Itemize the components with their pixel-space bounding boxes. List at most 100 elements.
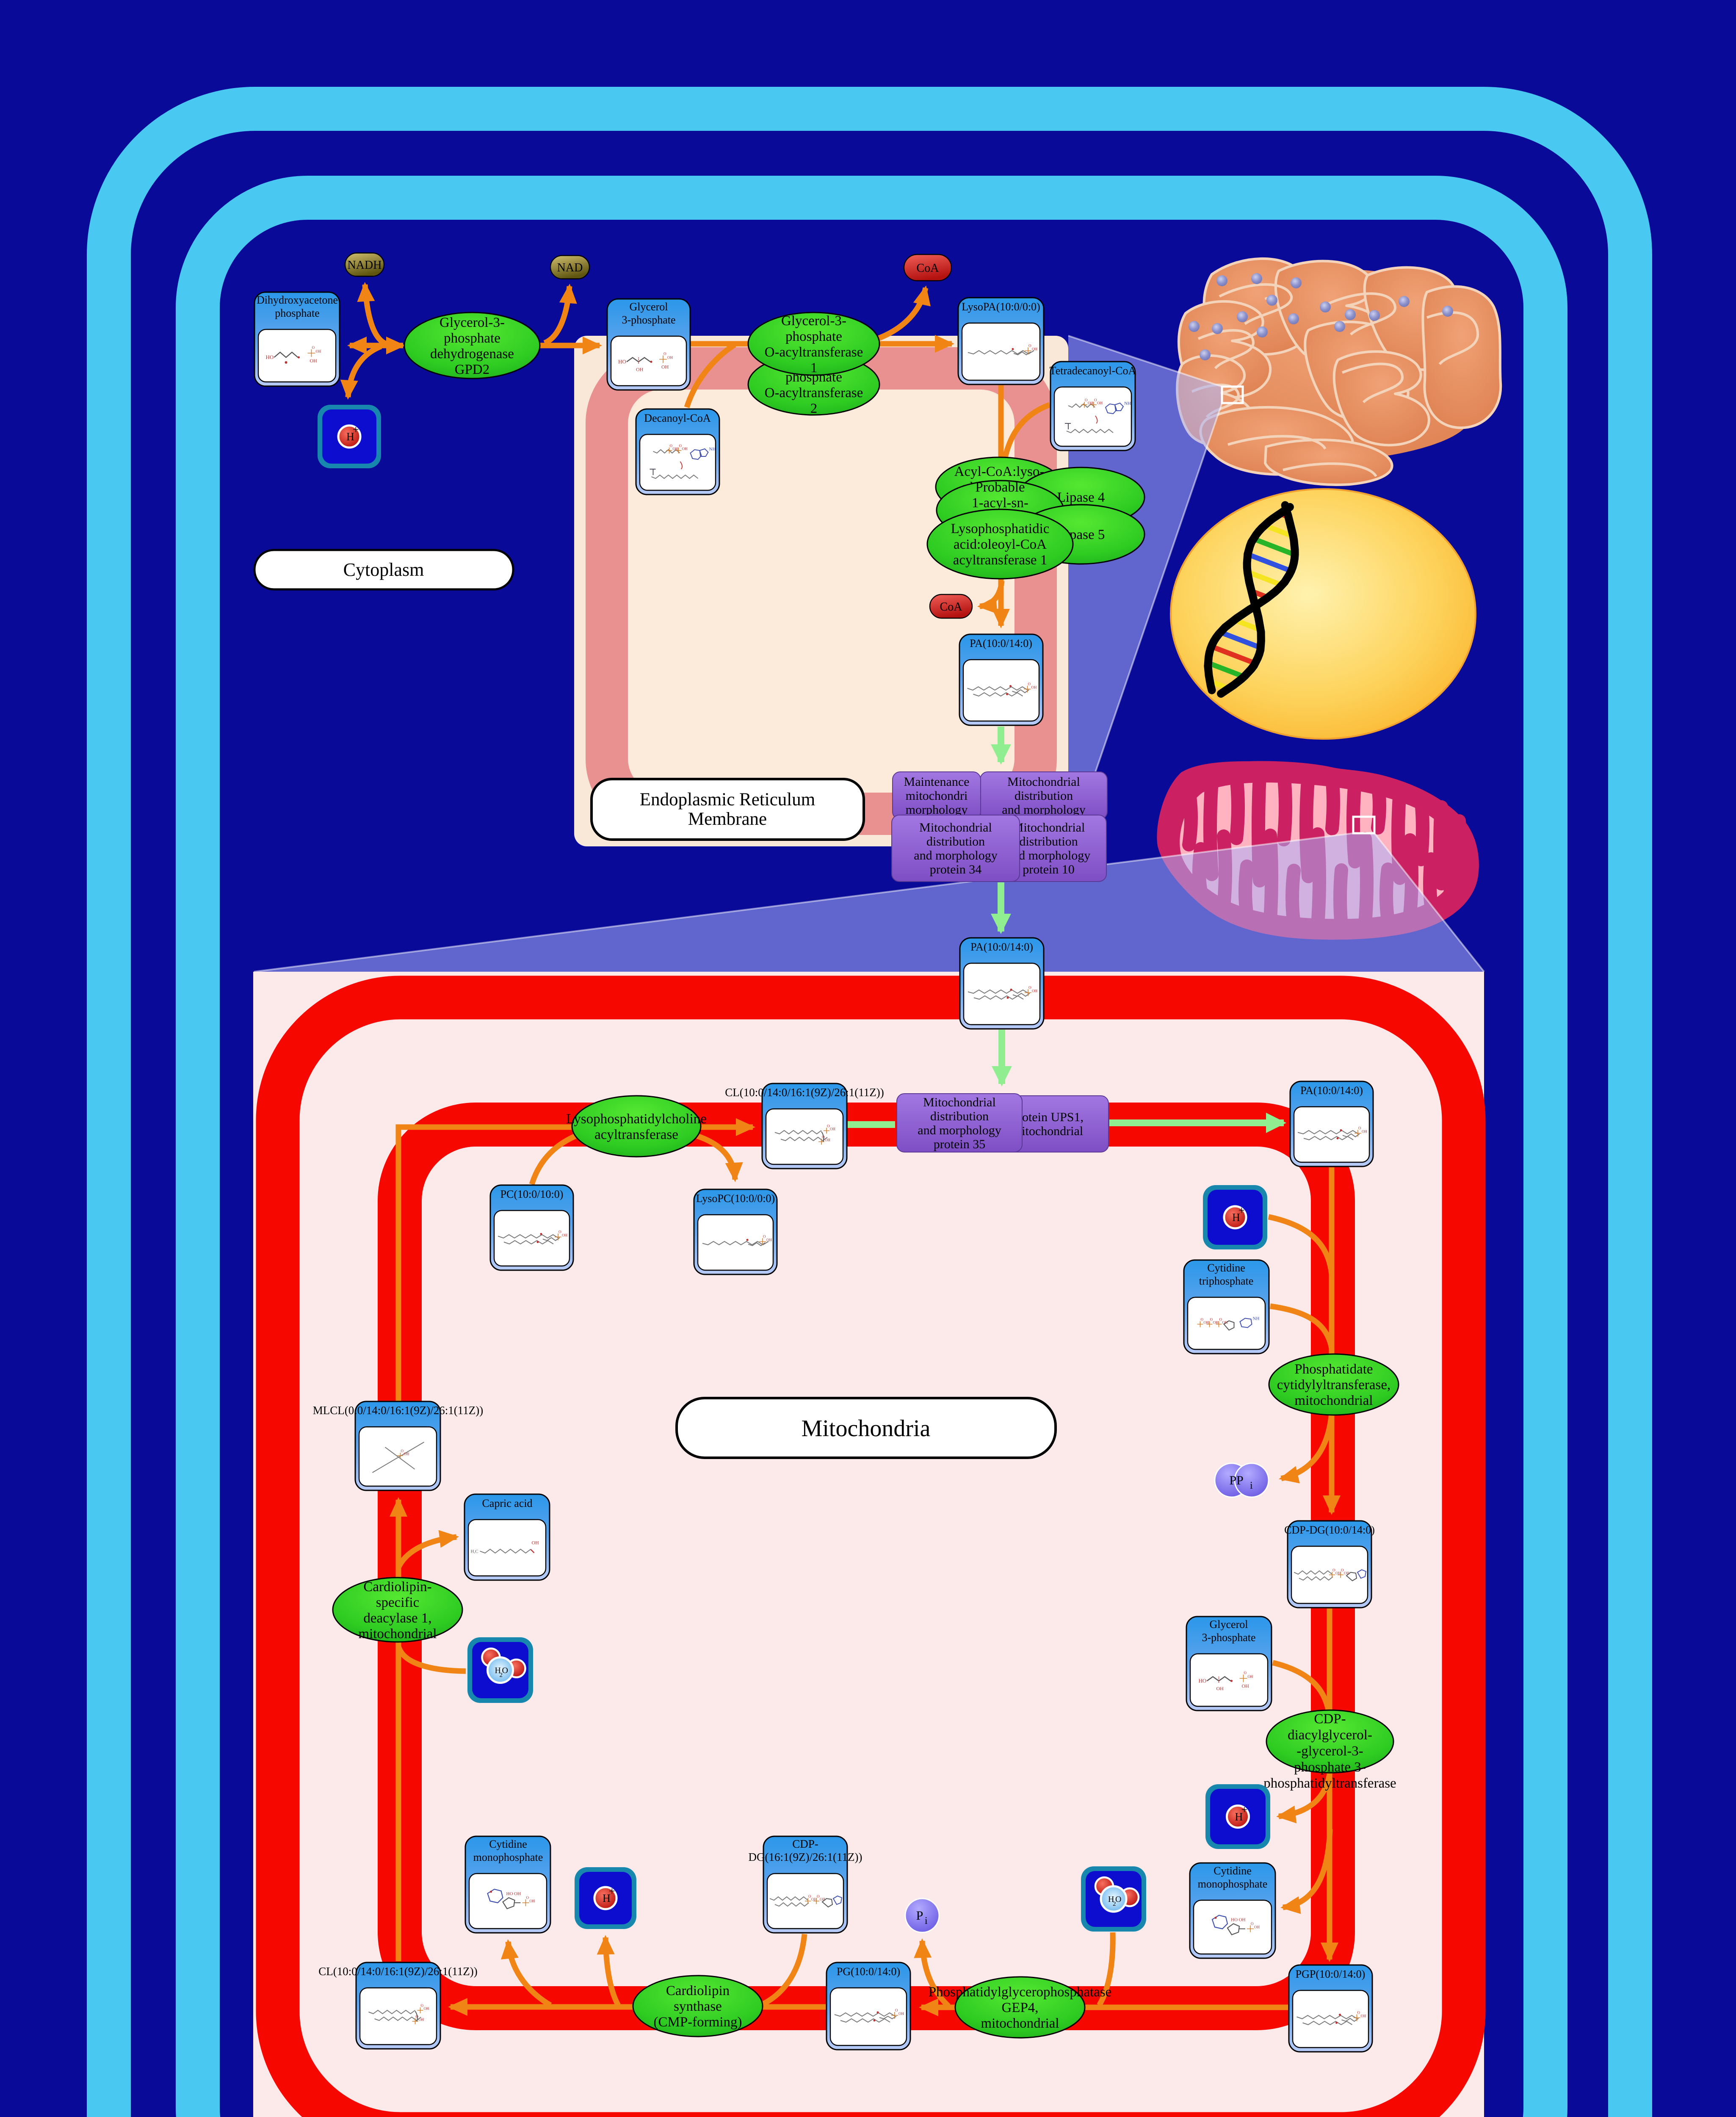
svg-text:O: O [670, 444, 673, 448]
svg-text:Mitochondrial: Mitochondrial [1007, 775, 1080, 789]
svg-text:and morphology: and morphology [918, 1123, 1001, 1137]
svg-text:OH: OH [1213, 1321, 1219, 1325]
svg-text:diacylglycerol-: diacylglycerol- [1288, 1727, 1372, 1743]
svg-text:NH: NH [1124, 401, 1131, 406]
svg-text:Mitochondrial: Mitochondrial [1012, 821, 1085, 835]
svg-text:O: O [1085, 398, 1088, 402]
svg-text:1-acyl-sn-: 1-acyl-sn- [972, 495, 1028, 511]
svg-text:OH: OH [1254, 1925, 1260, 1929]
svg-text:OH: OH [636, 367, 644, 373]
svg-text:H: H [346, 431, 354, 443]
svg-text:O-acyltransferase: O-acyltransferase [765, 385, 863, 401]
svg-text:3-phosphate: 3-phosphate [622, 314, 675, 326]
svg-text:cytidylyltransferase,: cytidylyltransferase, [1277, 1377, 1390, 1393]
svg-text:OH: OH [820, 1897, 825, 1901]
svg-text:distribution: distribution [1019, 835, 1078, 848]
svg-text:OH: OH [1362, 1130, 1367, 1134]
svg-text:OH: OH [424, 2006, 429, 2011]
svg-text:Capric acid: Capric acid [482, 1497, 532, 1509]
svg-text:distribution: distribution [926, 835, 985, 848]
svg-text:OH: OH [682, 447, 688, 451]
svg-text:+: + [1238, 1204, 1245, 1216]
svg-text:OH: OH [898, 2012, 904, 2016]
svg-text:PP: PP [1229, 1473, 1243, 1487]
svg-text:O: O [763, 1235, 766, 1239]
svg-text:CoA: CoA [940, 600, 963, 614]
svg-text:phosphate 3-: phosphate 3- [1294, 1760, 1366, 1775]
svg-text:distribution: distribution [1015, 789, 1073, 803]
svg-text:Phosphatidylglycerophosphatase: Phosphatidylglycerophosphatase [929, 1984, 1112, 2000]
svg-text:HO: HO [618, 359, 626, 365]
svg-text:OH: OH [1088, 401, 1093, 405]
svg-text:HO OH: HO OH [506, 1891, 521, 1896]
svg-text:OH: OH [1031, 685, 1037, 690]
svg-text:O: O [526, 1896, 529, 1900]
svg-text:OH: OH [1248, 1675, 1253, 1679]
svg-text:phosphate: phosphate [275, 307, 319, 319]
svg-text:O: O [679, 444, 682, 448]
svg-text:O: O [1358, 1126, 1361, 1130]
svg-text:triphosphate: triphosphate [1199, 1275, 1254, 1287]
svg-text:distribution: distribution [930, 1109, 989, 1123]
svg-text:O: O [1028, 986, 1031, 990]
svg-text:Glycerol: Glycerol [1210, 1618, 1248, 1631]
svg-text:+: + [353, 423, 359, 436]
svg-text:Membrane: Membrane [688, 809, 767, 829]
svg-text:phosphatidyltransferase: phosphatidyltransferase [1263, 1776, 1396, 1791]
svg-text:Cytidine: Cytidine [1207, 1262, 1245, 1274]
svg-text:DG(16:1(9Z)/26:1(11Z)): DG(16:1(9Z)/26:1(11Z)) [749, 1851, 862, 1863]
svg-text:2: 2 [810, 401, 818, 416]
svg-text:Dihydroxyacetone: Dihydroxyacetone [257, 294, 338, 306]
svg-text:i: i [925, 1915, 928, 1926]
svg-text:O: O [1341, 1568, 1344, 1573]
svg-text:OH: OH [1032, 347, 1037, 351]
svg-text:+: + [1241, 1804, 1248, 1816]
svg-text:NH: NH [1253, 1316, 1260, 1321]
svg-text:and morphology: and morphology [1002, 803, 1085, 817]
svg-text:PGP(10:0/14:0): PGP(10:0/14:0) [1296, 1968, 1366, 1980]
svg-text:HO: HO [266, 354, 274, 360]
svg-text:PA(10:0/14:0): PA(10:0/14:0) [970, 941, 1033, 953]
svg-text:O: O [502, 1666, 508, 1675]
svg-text:NAD: NAD [557, 261, 583, 274]
svg-text:H: H [1108, 1895, 1114, 1904]
svg-text:Glycerol-3-: Glycerol-3- [440, 315, 505, 330]
svg-text:O: O [1094, 398, 1097, 402]
svg-text:CDP-: CDP- [792, 1838, 818, 1850]
svg-text:LysoPA(10:0/0:0): LysoPA(10:0/0:0) [962, 301, 1040, 313]
svg-text:OH: OH [1216, 1686, 1224, 1691]
svg-text:O: O [421, 2004, 424, 2008]
svg-text:mitochondrial: mitochondrial [358, 1626, 437, 1642]
svg-text:OH: OH [310, 358, 318, 364]
svg-text:acyltransferase 1: acyltransferase 1 [953, 553, 1048, 568]
svg-text:OH: OH [830, 1127, 835, 1131]
svg-text:mitochondrial: mitochondrial [1012, 1124, 1083, 1138]
svg-text:O: O [1251, 1922, 1254, 1926]
svg-text:O: O [1244, 1671, 1247, 1675]
svg-text:H,C: H,C [471, 1549, 478, 1554]
svg-text:Cytidine: Cytidine [489, 1838, 527, 1850]
svg-text:O: O [1115, 1895, 1121, 1904]
svg-text:acid:oleoyl-CoA: acid:oleoyl-CoA [954, 537, 1047, 552]
svg-text:LysoPC(10:0/0:0): LysoPC(10:0/0:0) [696, 1192, 775, 1205]
svg-text:monophosphate: monophosphate [473, 1851, 543, 1863]
svg-text:OH: OH [562, 1233, 567, 1238]
svg-text:CL(10:0/14:0/16:1(9Z)/26:1(11Z: CL(10:0/14:0/16:1(9Z)/26:1(11Z)) [725, 1086, 884, 1099]
svg-text:H: H [495, 1666, 501, 1675]
svg-text:CL(10:0/14:0/16:1(9Z)/26:1(11Z: CL(10:0/14:0/16:1(9Z)/26:1(11Z)) [318, 1965, 477, 1978]
svg-text:1: 1 [810, 360, 818, 376]
svg-text:O: O [1357, 2011, 1360, 2015]
svg-text:OH: OH [1097, 401, 1103, 405]
svg-text:acyltransferase: acyltransferase [594, 1127, 678, 1142]
svg-text:PG(10:0/14:0): PG(10:0/14:0) [837, 1965, 900, 1978]
svg-text:GPD2: GPD2 [455, 362, 490, 377]
svg-text:OH: OH [1344, 1571, 1349, 1575]
svg-text:P: P [916, 1909, 923, 1923]
svg-text:Mitochondria: Mitochondria [802, 1415, 931, 1442]
svg-text:O: O [895, 2008, 898, 2012]
svg-text:O: O [1028, 682, 1031, 686]
svg-text:HO OH: HO OH [1231, 1918, 1246, 1923]
svg-text:CoA: CoA [917, 262, 940, 275]
svg-text:specific: specific [376, 1595, 420, 1610]
svg-text:2: 2 [500, 1672, 503, 1679]
